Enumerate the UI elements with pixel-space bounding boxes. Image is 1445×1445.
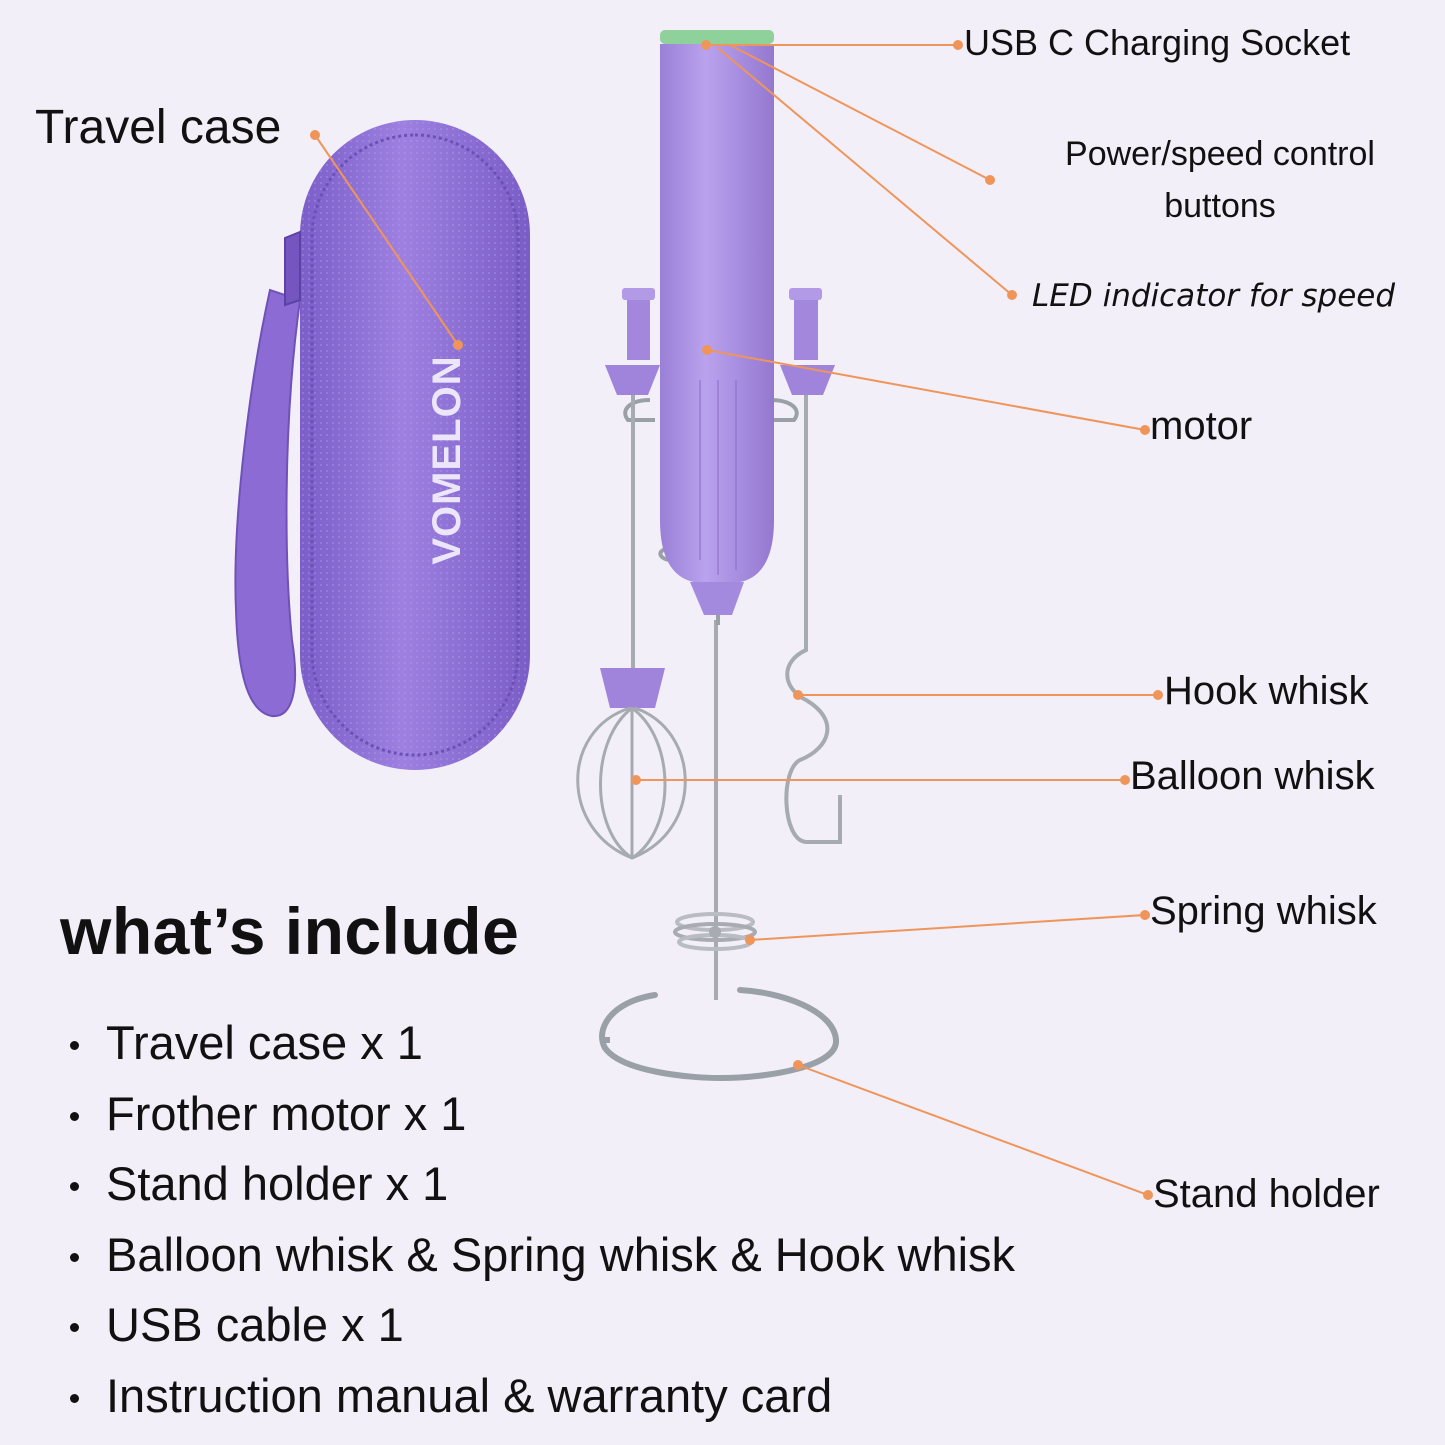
list-item-text: Frother motor x 1 (106, 1086, 467, 1140)
list-item: Travel case x 1 (70, 1010, 1015, 1081)
bullet-icon (70, 1323, 79, 1332)
bullet-icon (70, 1111, 79, 1121)
callout-stand-holder: Stand holder (1153, 1172, 1380, 1216)
list-item-text: Travel case x 1 (106, 1016, 423, 1069)
includes-list: Travel case x 1 Frother motor x 1 Stand … (70, 1010, 1015, 1433)
callout-hook-whisk: Hook whisk (1164, 669, 1369, 713)
list-item: Instruction manual & warranty card (70, 1363, 1015, 1434)
list-item: Frother motor x 1 (70, 1081, 1015, 1152)
zipper-pull-icon (284, 230, 301, 307)
callout-power-buttons: Power/speed control buttons (1040, 128, 1400, 232)
bullet-icon (70, 1252, 79, 1262)
callout-usb-socket: USB C Charging Socket (964, 22, 1351, 63)
bullet-icon (70, 1182, 79, 1191)
balloon-whisk-image (576, 288, 687, 860)
list-item-text: Instruction manual & warranty card (106, 1368, 833, 1422)
list-item: USB cable x 1 (70, 1292, 1015, 1363)
list-item: Stand holder x 1 (70, 1151, 1015, 1222)
list-item: Balloon whisk & Spring whisk & Hook whis… (70, 1222, 1015, 1293)
callout-spring-whisk: Spring whisk (1150, 889, 1377, 933)
case-brand-logo: VOMELON (425, 355, 469, 564)
callout-leaders (310, 40, 1163, 1200)
list-item-text: Balloon whisk & Spring whisk & Hook whis… (106, 1227, 1016, 1281)
bullet-icon (70, 1041, 79, 1050)
callout-power-buttons-line2: buttons (1164, 187, 1276, 225)
list-item-text: Stand holder x 1 (106, 1157, 449, 1210)
case-strap (234, 288, 302, 718)
motor-cap (660, 30, 774, 44)
travel-case-image: VOMELON (234, 120, 530, 770)
callout-led-indicator: LED indicator for speed (1032, 278, 1396, 314)
callout-travel-case: Travel case (35, 101, 282, 154)
callout-power-buttons-line1: Power/speed control (1065, 135, 1375, 173)
includes-title: what’s include (60, 894, 520, 968)
list-item-text: USB cable x 1 (106, 1298, 404, 1351)
callout-balloon-whisk: Balloon whisk (1130, 754, 1375, 798)
bullet-icon (70, 1393, 79, 1403)
frother-motor-image (660, 30, 774, 625)
callout-motor: motor (1150, 404, 1253, 448)
hook-whisk-image (780, 288, 842, 844)
